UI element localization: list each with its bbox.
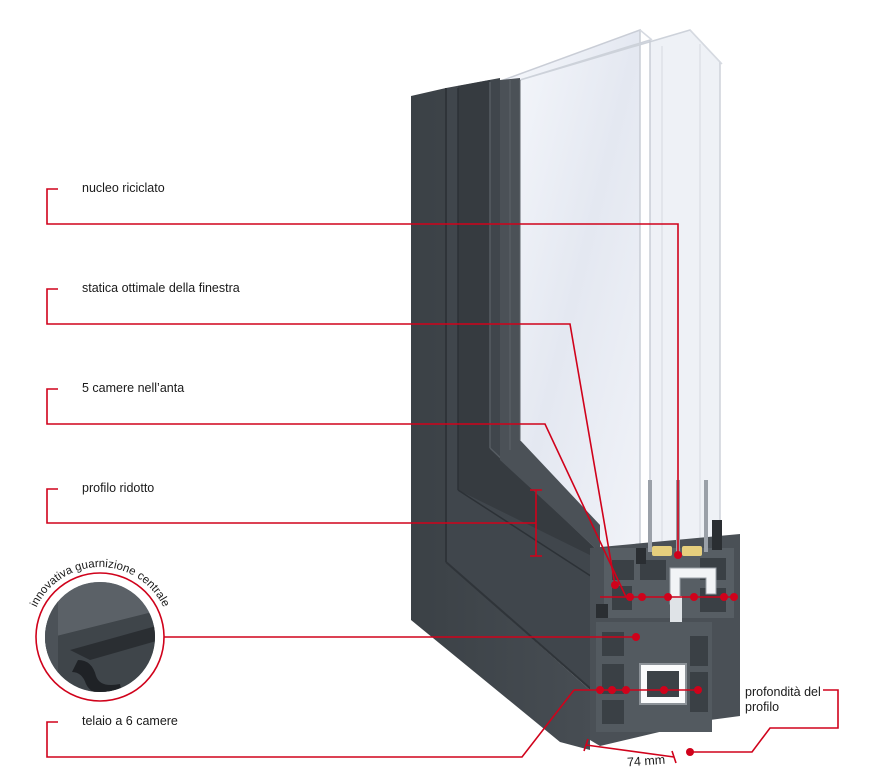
callout-lines (46, 188, 839, 764)
callout-line-nucleo (46, 188, 679, 555)
frame-front (411, 78, 601, 750)
label-camere-anta: 5 camere nell’anta (82, 381, 185, 395)
gasket-detail-circle: innovativa guarnizione centrale (28, 558, 172, 702)
dot-nucleo (674, 551, 682, 559)
callout-dots (596, 551, 738, 756)
profilo-ridotto-dimension (530, 489, 542, 557)
label-nucleo-riciclato: nucleo riciclato (82, 181, 165, 195)
callout-line-profilo-ridotto (46, 488, 536, 524)
label-telaio-6-camere: telaio a 6 camere (82, 714, 178, 728)
callout-line-statica (46, 288, 616, 586)
depth-value: 74 mm (626, 752, 666, 770)
label-profilo-ridotto: profilo ridotto (82, 481, 155, 495)
label-statica-ottimale: statica ottimale della finestra (82, 281, 240, 295)
label-profondita-profilo: profondità del profilo (745, 685, 821, 714)
depth-dimension-line (585, 744, 675, 758)
callout-line-telaio (46, 689, 575, 758)
depth-dimension-ticks (583, 738, 677, 764)
callout-line-profondita (692, 689, 839, 753)
callout-line-camere-anta (46, 388, 627, 598)
